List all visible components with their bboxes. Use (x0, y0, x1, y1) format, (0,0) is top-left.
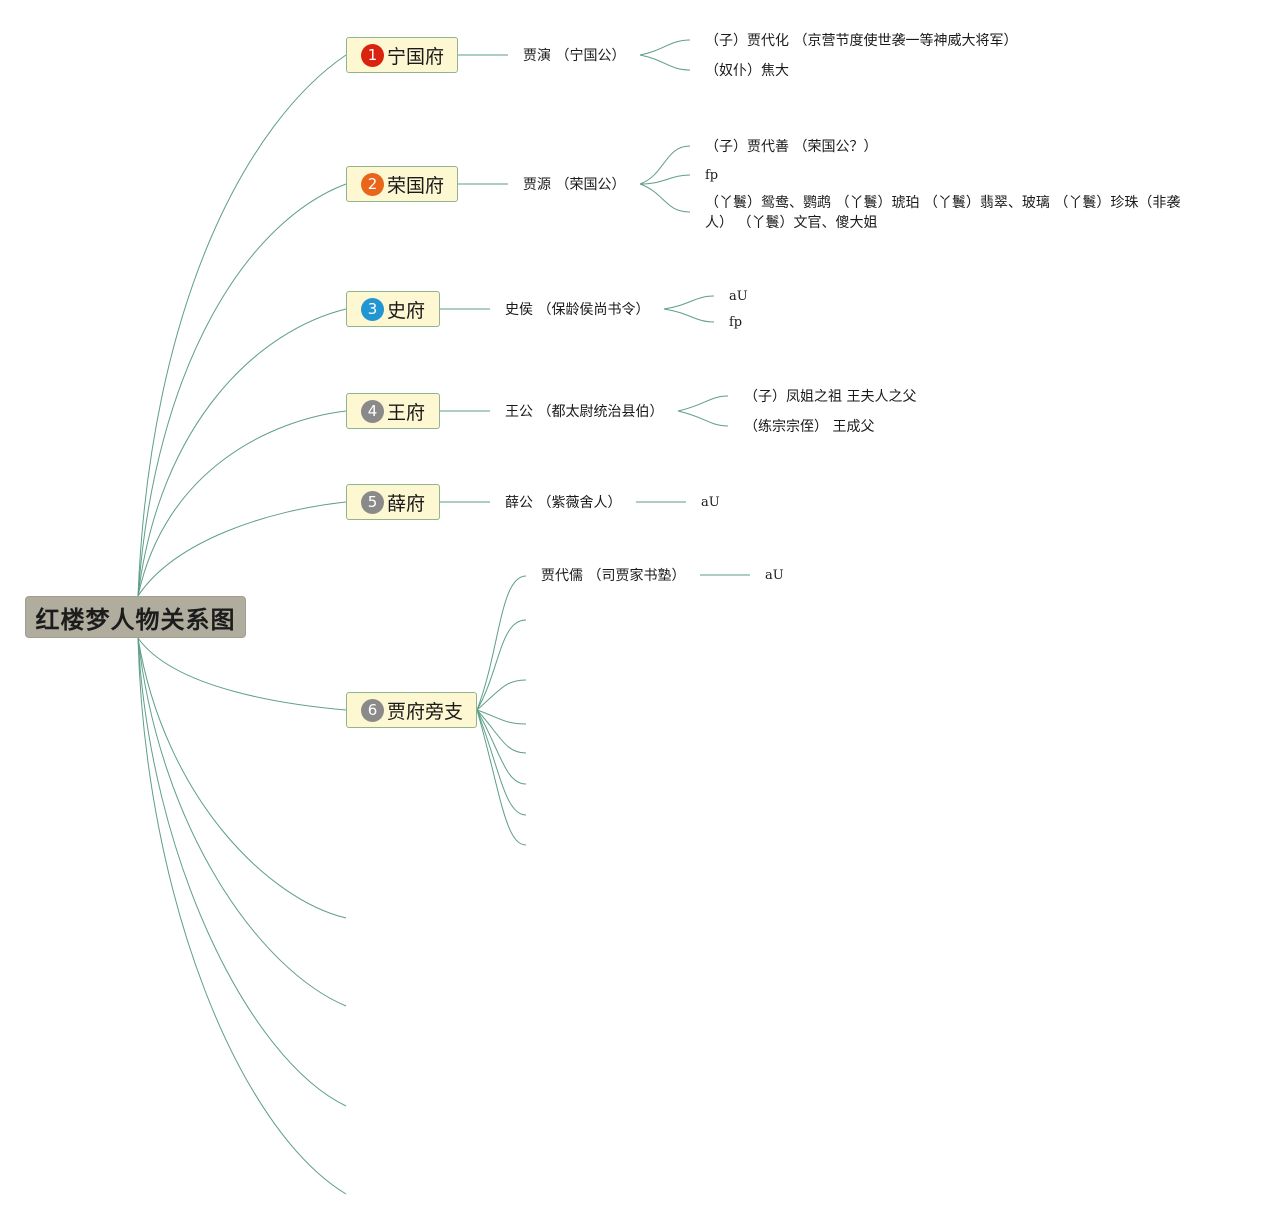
number-3-icon: 3 (361, 297, 384, 321)
branch-shifu[interactable]: 3 史府 (346, 291, 440, 327)
topic-jia-daishan[interactable]: （子）贾代善 （荣国公？） (705, 139, 878, 155)
number-5-icon: 5 (361, 490, 384, 514)
branch-jiafu-pangzhi[interactable]: 6 贾府旁支 (346, 692, 477, 728)
topic-wang-gong[interactable]: 王公 （都太尉统治县伯） (505, 404, 664, 420)
branch-rongguofu[interactable]: 2 荣国府 (346, 166, 458, 202)
branch-label: 贾府旁支 (387, 700, 464, 723)
topic-jiao-da[interactable]: （奴仆）焦大 (705, 63, 789, 79)
branch-ningguofu[interactable]: 1 宁国府 (346, 37, 458, 73)
link-rongguo-leaf-2 (639, 174, 691, 185)
branch-xuefu[interactable]: 5 薛府 (346, 484, 440, 520)
number-1-icon: 1 (361, 43, 384, 67)
link-root-branch-3 (137, 308, 347, 597)
link-pangzhi-child-4 (476, 709, 527, 725)
link-wang-leaf-2 (677, 410, 729, 427)
link-root-branch-6 (137, 637, 347, 711)
topic-fp[interactable]: fp (705, 168, 719, 183)
topic-fp[interactable]: fp (729, 315, 743, 330)
link-root-empty-2 (137, 637, 347, 1007)
topic-jia-yan[interactable]: 贾演 （宁国公） (523, 48, 626, 64)
link-pangzhi-child-5 (476, 709, 527, 754)
topic-au[interactable]: aU (701, 495, 720, 510)
link-ningguo-leaf-1 (639, 39, 691, 56)
link-wang-leaf-1 (677, 395, 729, 412)
link-root-branch-4 (137, 410, 347, 597)
branch-label: 宁国府 (387, 45, 445, 68)
link-pangzhi-child-1 (476, 575, 527, 711)
topic-au[interactable]: aU (765, 568, 784, 583)
branch-label: 荣国府 (387, 174, 445, 197)
topic-xue-gong[interactable]: 薛公 （紫薇舍人） (505, 495, 622, 511)
link-root-empty-4 (137, 637, 347, 1195)
link-ningguo-leaf-2 (639, 54, 691, 71)
link-root-branch-2 (137, 183, 347, 597)
topic-wang-chengfu[interactable]: （练宗宗侄） 王成父 (744, 419, 875, 435)
branch-label: 薛府 (387, 492, 426, 515)
topic-jia-dairu[interactable]: 贾代儒 （司贾家书塾） (541, 568, 686, 584)
topic-shi-hou[interactable]: 史侯 （保龄侯尚书令） (505, 302, 650, 318)
link-shi-leaf-1 (663, 295, 715, 310)
branch-label: 王府 (387, 401, 426, 424)
link-root-branch-5 (137, 501, 347, 597)
branch-wangfu[interactable]: 4 王府 (346, 393, 440, 429)
number-2-icon: 2 (361, 172, 384, 196)
link-root-empty-1 (137, 637, 347, 919)
link-root-empty-3 (137, 637, 347, 1107)
topic-yahuan-list[interactable]: （丫鬟）鸳鸯、鹦鹉 （丫鬟）琥珀 （丫鬟）翡翠、玻璃 （丫鬟）珍珠（非袭人） （… (705, 195, 1181, 231)
topic-jia-yuan[interactable]: 贾源 （荣国公） (523, 177, 626, 193)
link-root-branch-1 (137, 54, 347, 597)
link-shi-leaf-2 (663, 308, 715, 323)
link-pangzhi-child-2 (476, 619, 527, 711)
topic-fengjie-grandfather[interactable]: （子）凤姐之祖 王夫人之父 (744, 389, 917, 405)
number-4-icon: 4 (361, 399, 384, 423)
link-pangzhi-child-6 (476, 709, 527, 785)
branch-label: 史府 (387, 299, 426, 322)
number-6-icon: 6 (361, 698, 384, 722)
link-pangzhi-child-8 (476, 709, 527, 846)
link-pangzhi-child-7 (476, 709, 527, 816)
root-label: 红楼梦人物关系图 (35, 605, 236, 634)
link-rongguo-leaf-1 (639, 145, 691, 185)
link-rongguo-leaf-3 (639, 183, 691, 213)
root-topic[interactable]: 红楼梦人物关系图 (25, 596, 246, 638)
link-pangzhi-child-3 (476, 679, 527, 711)
topic-jia-daihua[interactable]: （子）贾代化 （京营节度使世袭一等神威大将军） (705, 33, 1018, 49)
topic-au[interactable]: aU (729, 289, 748, 304)
